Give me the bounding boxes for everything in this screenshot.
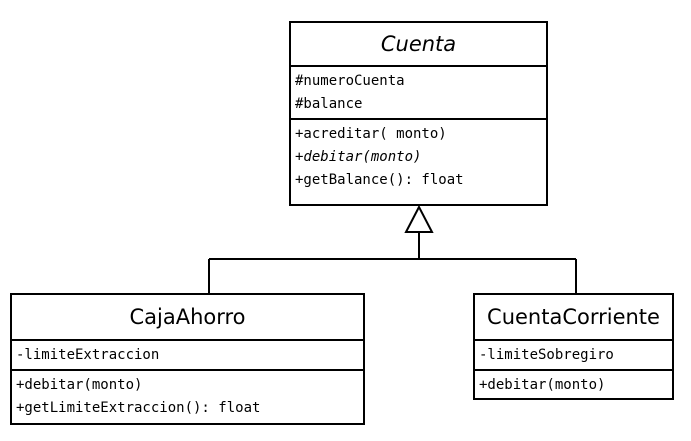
- class-caja-ahorro: CajaAhorro -limiteExtraccion +debitar(mo…: [10, 293, 365, 425]
- operation-debitar: +debitar(monto): [479, 377, 606, 393]
- operation-get-balance: +getBalance(): float: [295, 172, 464, 188]
- attribute-limite-sobregiro: -limiteSobregiro: [479, 347, 614, 363]
- class-cuenta: Cuenta #numeroCuenta #balance +acreditar…: [289, 21, 548, 206]
- attribute-balance: #balance: [295, 96, 363, 112]
- attribute-limite-extraccion: -limiteExtraccion: [16, 347, 160, 363]
- attribute-numero-cuenta: #numeroCuenta: [295, 73, 405, 89]
- class-caja-ahorro-attributes: -limiteExtraccion: [12, 341, 363, 371]
- generalization-arrowhead: [404, 204, 434, 233]
- operation-debitar: +debitar(monto): [16, 377, 143, 393]
- class-cuenta-name: Cuenta: [291, 23, 546, 67]
- class-caja-ahorro-name: CajaAhorro: [12, 295, 363, 341]
- class-cuenta-operations: +acreditar( monto) +debitar(monto) +getB…: [291, 120, 546, 194]
- class-cuenta-corriente: CuentaCorriente -limiteSobregiro +debita…: [473, 293, 674, 400]
- class-cuenta-attributes: #numeroCuenta #balance: [291, 67, 546, 120]
- operation-acreditar: +acreditar( monto): [295, 126, 447, 142]
- operation-get-limite-extraccion: +getLimiteExtraccion(): float: [16, 400, 261, 416]
- class-cuenta-corriente-attributes: -limiteSobregiro: [475, 341, 672, 371]
- operation-debitar: +debitar(monto): [295, 149, 422, 165]
- class-cuenta-corriente-name: CuentaCorriente: [475, 295, 672, 341]
- class-cuenta-corriente-operations: +debitar(monto): [475, 371, 672, 399]
- class-caja-ahorro-operations: +debitar(monto) +getLimiteExtraccion(): …: [12, 371, 363, 422]
